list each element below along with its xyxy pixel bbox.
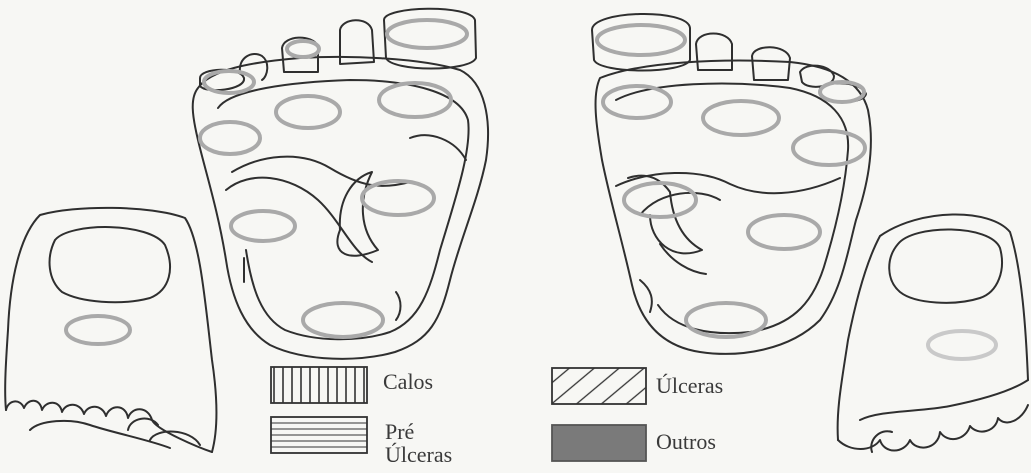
legend-swatch-pre-ulceras bbox=[271, 417, 367, 453]
legend-label-pre: Pré bbox=[385, 420, 414, 444]
legend-label-calos: Calos bbox=[383, 370, 433, 394]
legend-swatch-calos bbox=[271, 367, 367, 403]
legend-label-ulceras: Úlceras bbox=[656, 374, 723, 398]
right-plantar-big-toe bbox=[592, 14, 690, 71]
legend-label-outros: Outros bbox=[656, 430, 716, 454]
right-plantar-sites bbox=[597, 25, 865, 337]
right-plantar-toe-3 bbox=[752, 47, 790, 80]
right-foot-dorsal bbox=[838, 214, 1028, 452]
legend-swatch-ulceras bbox=[552, 368, 646, 404]
legend-swatch-outros bbox=[552, 425, 646, 461]
legend bbox=[271, 367, 646, 461]
left-foot-dorsal bbox=[5, 208, 216, 452]
left-foot-plantar bbox=[193, 9, 488, 359]
right-dorsal-site bbox=[928, 331, 996, 359]
legend-label-ulceras-line2: Úlceras bbox=[385, 443, 452, 467]
left-dorsal-big-toe bbox=[50, 227, 170, 302]
right-dorsal-big-toe bbox=[889, 229, 1002, 302]
left-dorsal-site bbox=[66, 316, 130, 344]
right-plantar-toe-2 bbox=[696, 34, 732, 71]
right-foot-plantar bbox=[592, 14, 871, 354]
